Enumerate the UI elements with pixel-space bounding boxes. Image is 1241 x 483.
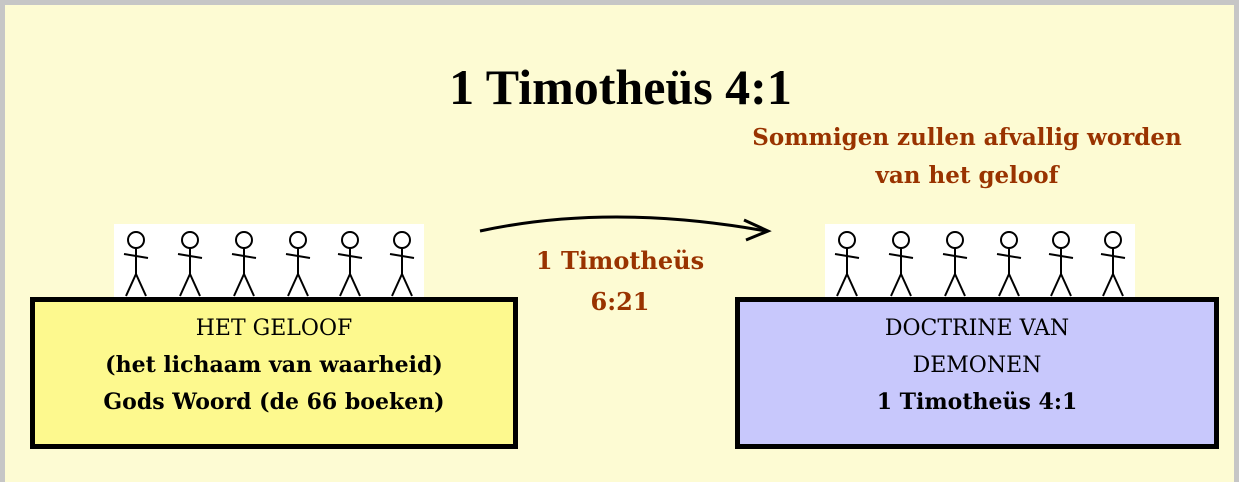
demon-doctrine-box: DOCTRINE VAN DEMONEN 1 Timotheüs 4:1 xyxy=(735,297,1219,449)
subtitle-line-2: van het geloof xyxy=(875,162,1059,189)
stick-figure-icon xyxy=(834,231,860,297)
stick-figure-icon xyxy=(1048,231,1074,297)
arrow-label-line-2: 6:21 xyxy=(590,287,650,316)
people-group-left xyxy=(114,224,424,300)
page-title: 1 Timotheüs 4:1 xyxy=(449,59,792,115)
faith-box: HET GELOOF (het lichaam van waarheid) Go… xyxy=(30,297,518,449)
arrow-right-icon xyxy=(479,215,772,242)
arrow-label-line-1: 1 Timotheüs xyxy=(535,246,705,275)
demon-box-line-2: DEMONEN xyxy=(912,353,1042,378)
stick-figure-icon xyxy=(888,231,914,297)
stick-figure-icon xyxy=(123,231,149,297)
faith-box-line-3: Gods Woord (de 66 boeken) xyxy=(103,389,445,415)
demon-box-line-1: DOCTRINE VAN xyxy=(884,316,1070,341)
subtitle-line-1: Sommigen zullen afvallig worden xyxy=(752,124,1182,151)
people-group-right xyxy=(825,224,1135,300)
stick-figure-icon xyxy=(996,231,1022,297)
stick-figure-icon xyxy=(1100,231,1126,297)
demon-box-line-3: 1 Timotheüs 4:1 xyxy=(876,389,1078,415)
stick-figure-icon xyxy=(337,231,363,297)
stick-figure-icon xyxy=(231,231,257,297)
faith-box-line-2: (het lichaam van waarheid) xyxy=(105,352,443,378)
stick-figure-icon xyxy=(389,231,415,297)
stick-figure-icon xyxy=(177,231,203,297)
stick-figure-icon xyxy=(942,231,968,297)
arrow-label: 1 Timotheüs 6:21 xyxy=(520,240,720,322)
stick-figure-icon xyxy=(285,231,311,297)
faith-box-line-1: HET GELOOF xyxy=(195,316,353,341)
subtitle: Sommigen zullen afvallig worden van het … xyxy=(732,119,1202,195)
